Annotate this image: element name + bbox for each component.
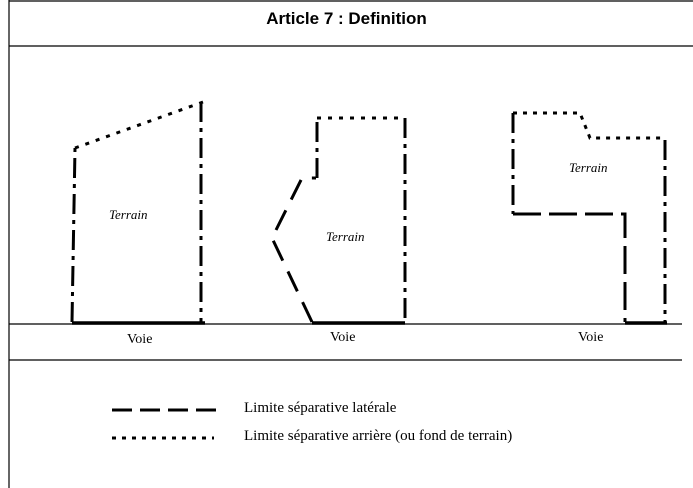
terrain-label-2: Terrain bbox=[326, 229, 365, 244]
terrain-label-1: Terrain bbox=[109, 207, 148, 222]
frame-lines bbox=[8, 0, 693, 488]
parcel-1 bbox=[70, 100, 205, 325]
parcel-3-rear-dotted bbox=[513, 111, 666, 140]
voie-label-2: Voie bbox=[330, 330, 356, 345]
parcel-2 bbox=[270, 116, 407, 325]
voie-label-3: Voie bbox=[578, 330, 604, 345]
page-title: Article 7 : Definition bbox=[266, 9, 427, 28]
parcel-3 bbox=[511, 111, 667, 325]
legend-lateral-label: Limite séparative latérale bbox=[244, 400, 397, 416]
parcel-1-rear-dotted bbox=[74, 100, 204, 150]
legend-rear-label: Limite séparative arrière (ou fond de te… bbox=[244, 428, 513, 444]
parcel-3-inner-dashed bbox=[513, 212, 627, 322]
voie-label-1: Voie bbox=[127, 332, 153, 347]
parcel-1-left-dashdot bbox=[70, 147, 77, 323]
terrain-label-3: Terrain bbox=[569, 160, 608, 175]
legend-symbols bbox=[112, 408, 218, 440]
parcel-2-left-dashed bbox=[270, 176, 316, 323]
